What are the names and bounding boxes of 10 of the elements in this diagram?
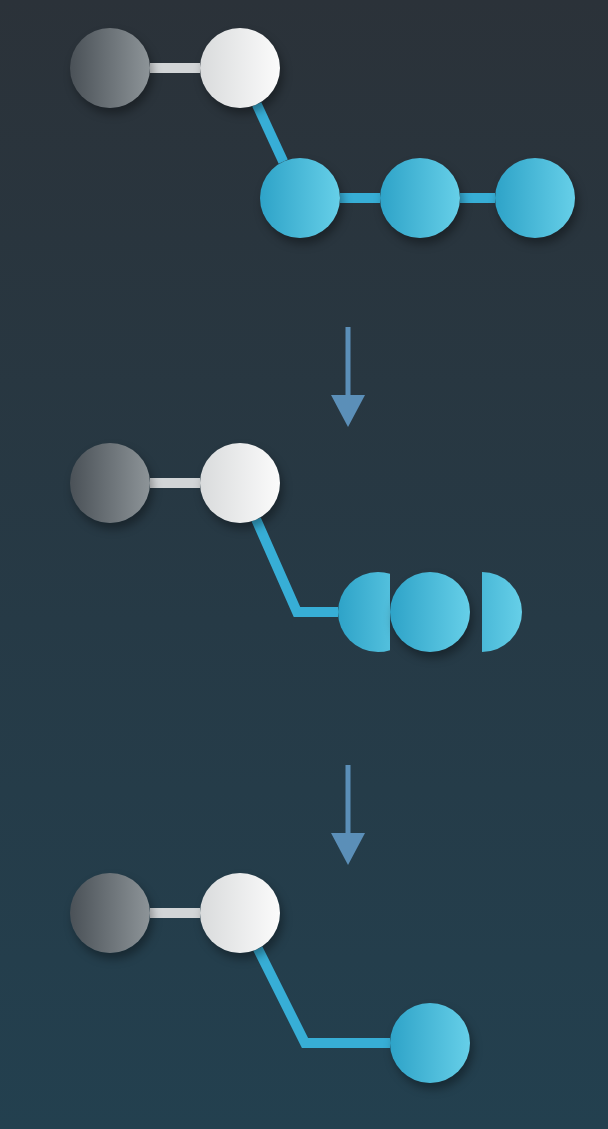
connector-line — [460, 193, 495, 203]
commit-circle — [338, 572, 390, 652]
connector-line — [253, 946, 390, 1048]
connector-line — [252, 102, 288, 164]
connector-line — [251, 517, 338, 617]
connector-line — [150, 63, 200, 73]
connector-line — [340, 193, 380, 203]
commit-circle — [390, 572, 470, 652]
connector-line — [150, 908, 200, 918]
connector-line — [150, 478, 200, 488]
